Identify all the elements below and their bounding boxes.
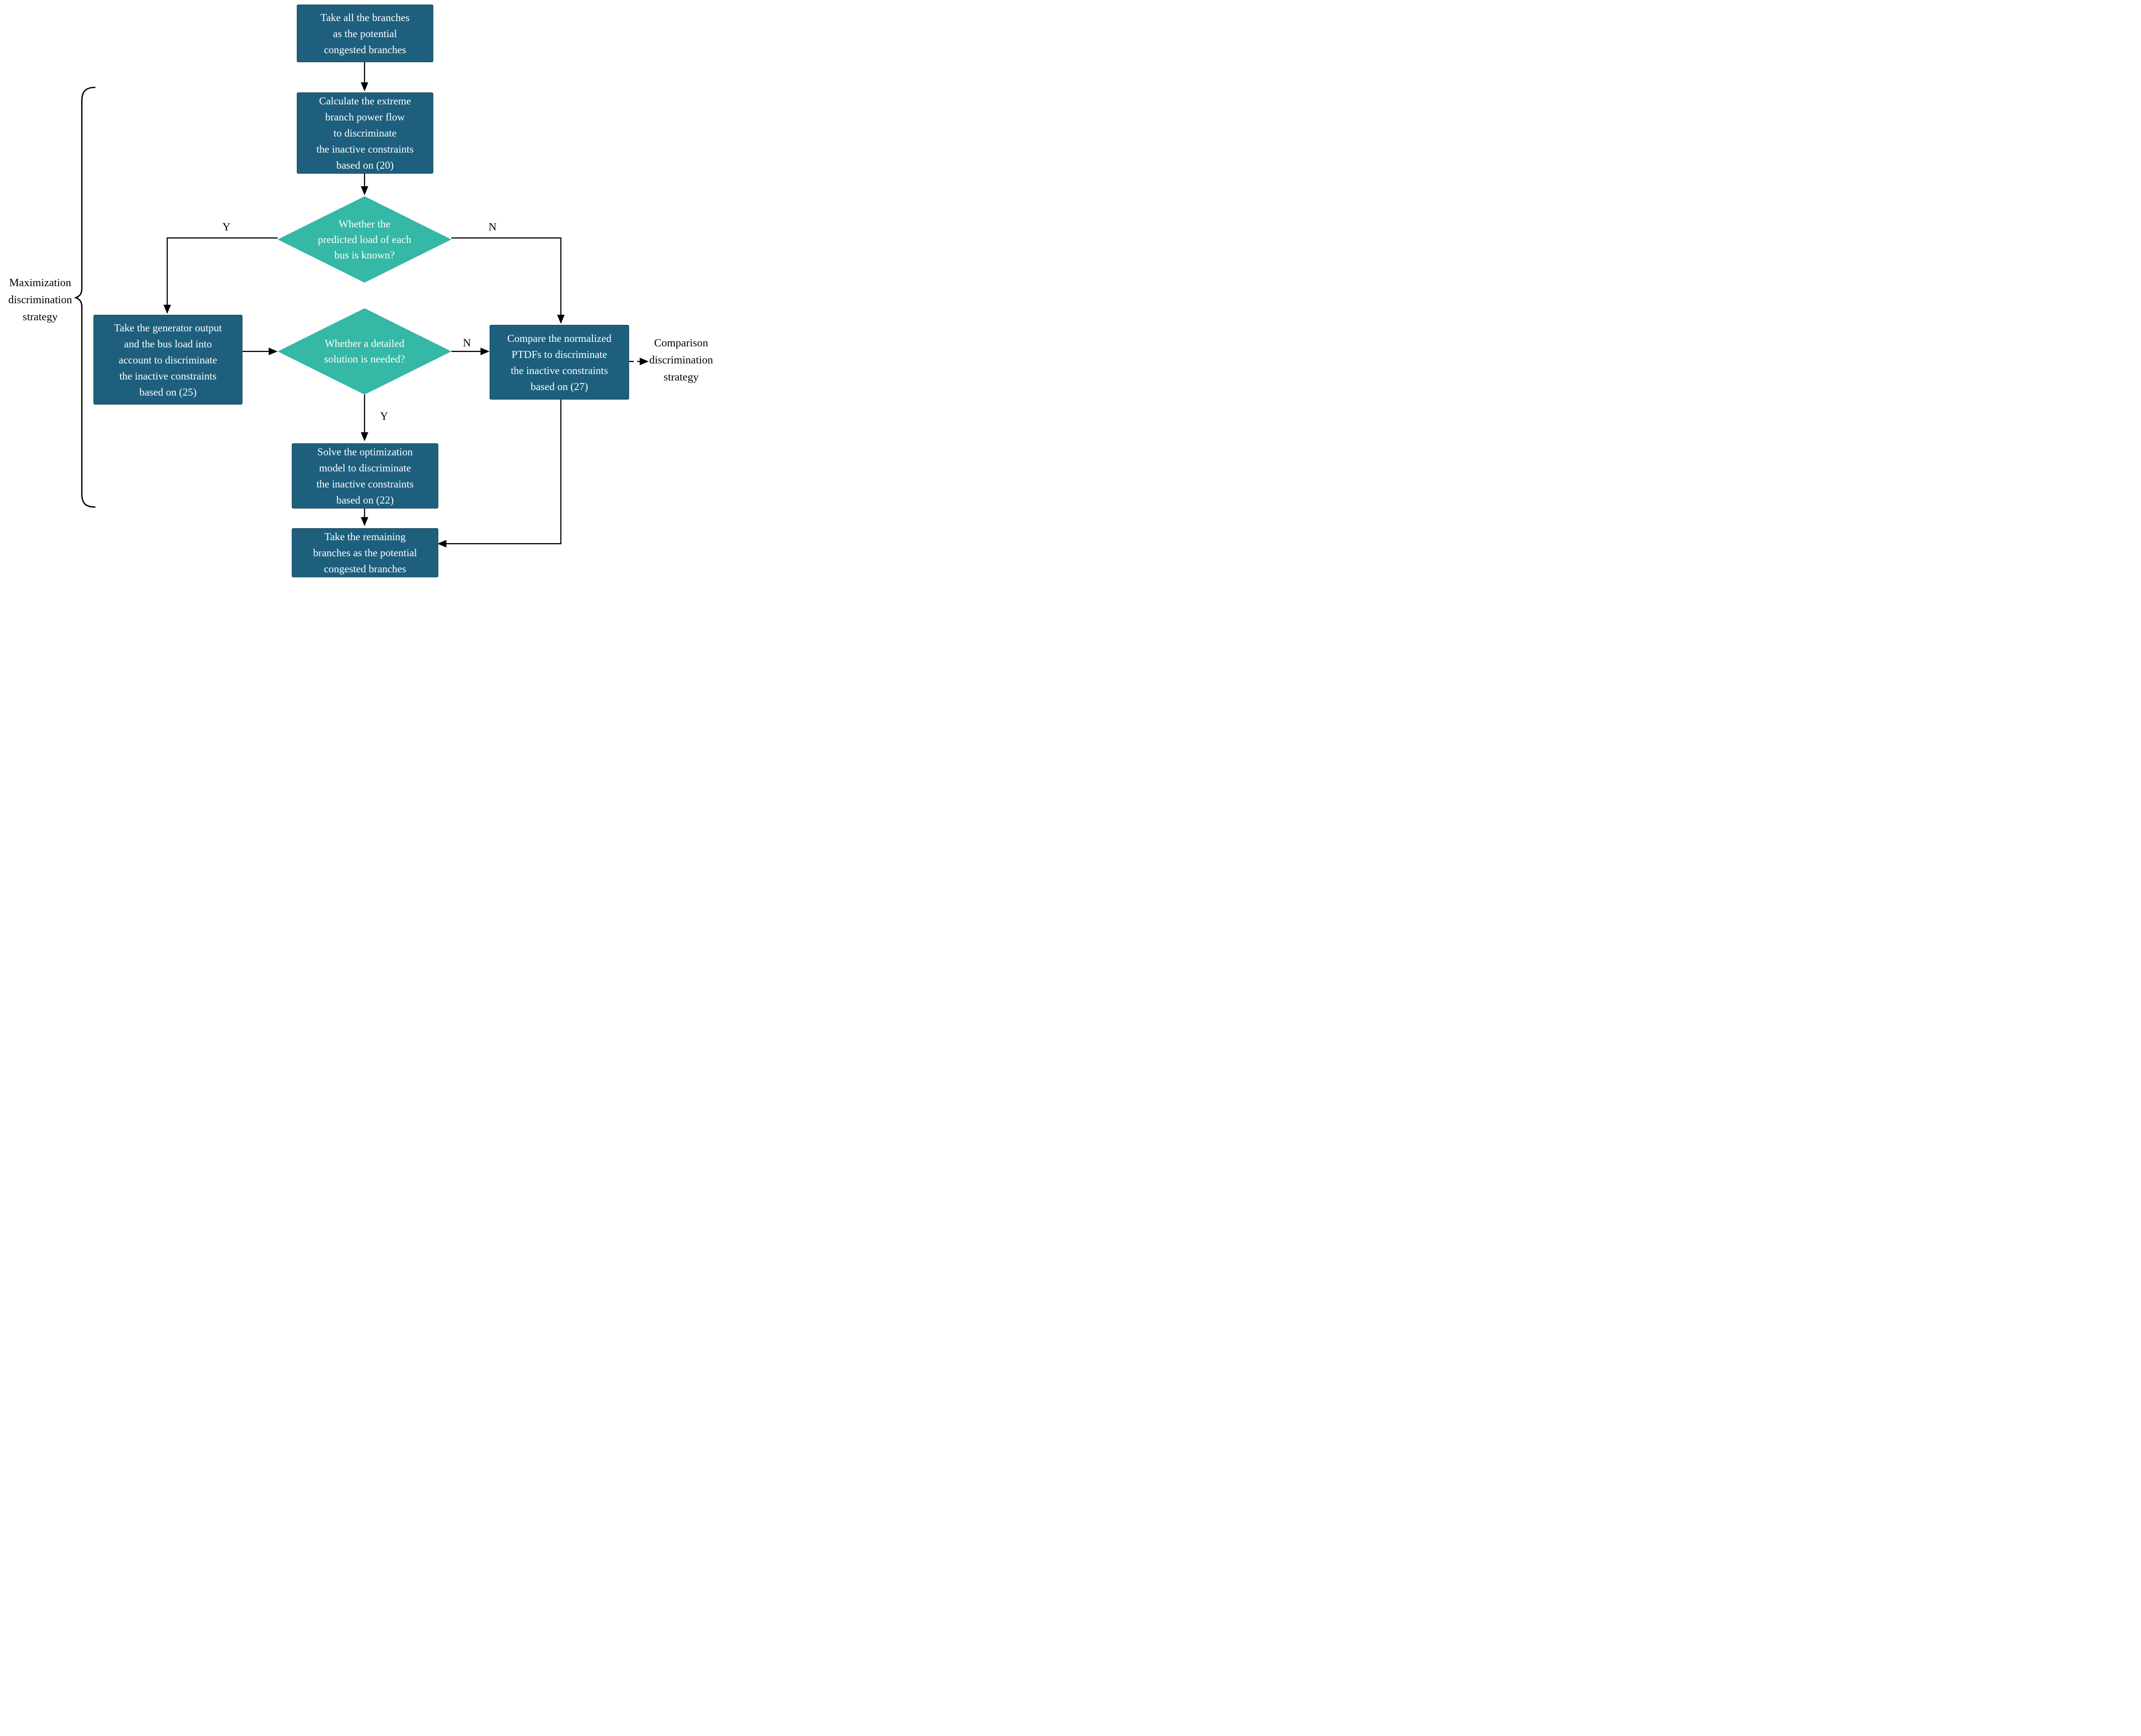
comparison-strategy-label: Comparison discrimination strategy [649,336,713,383]
decision-detailed-solution-text: Whether a detailed solution is needed? [324,337,405,365]
process-generator-output: Take the generator output and the bus lo… [93,315,243,405]
label-no-load-known: N [489,220,497,233]
decision-load-known-text: Whether the predicted load of each bus i… [318,217,411,261]
label-yes-detailed-solution: Y [380,410,388,422]
edge-compare-to-remaining [445,399,562,545]
arrowhead-genoutput-to-decision2 [269,347,278,355]
process-take-all-branches: Take all the branches as the potential c… [297,5,433,62]
process-calculate-extreme-flow: Calculate the extreme branch power flow … [297,92,433,174]
label-no-detailed-solution: N [463,336,471,349]
arrowhead-start-to-calc [361,82,369,91]
process-compare-ptdfs: Compare the normalized PTDFs to discrimi… [490,325,629,400]
process-remaining-branches: Take the remaining branches as the poten… [292,528,438,577]
maximization-brace [74,86,96,508]
label-yes-load-known: Y [222,220,230,233]
process-solve-optimization: Solve the optimization model to discrimi… [292,443,438,509]
arrowhead-compare-to-remaining [437,540,446,548]
arrowhead-solve-to-remaining [361,517,369,526]
decision-diamond-detailed-solution [278,308,451,395]
decision-diamond-load-known [278,196,451,283]
maximization-strategy-label: Maximization discrimination strategy [8,276,72,323]
arrowhead-dashed-comparison [640,357,649,365]
arrowhead-decision1-no [557,315,565,324]
edge-decision1-yes [166,237,278,306]
edge-decision1-no [451,237,562,316]
arrowhead-decision2-yes [361,432,369,441]
flowchart-canvas: Take all the branches as the potential c… [0,0,713,579]
arrowhead-decision2-no [481,347,490,355]
arrowhead-decision1-yes [163,305,171,314]
arrowhead-calc-to-decision1 [361,186,369,195]
connector-layer [74,61,649,548]
